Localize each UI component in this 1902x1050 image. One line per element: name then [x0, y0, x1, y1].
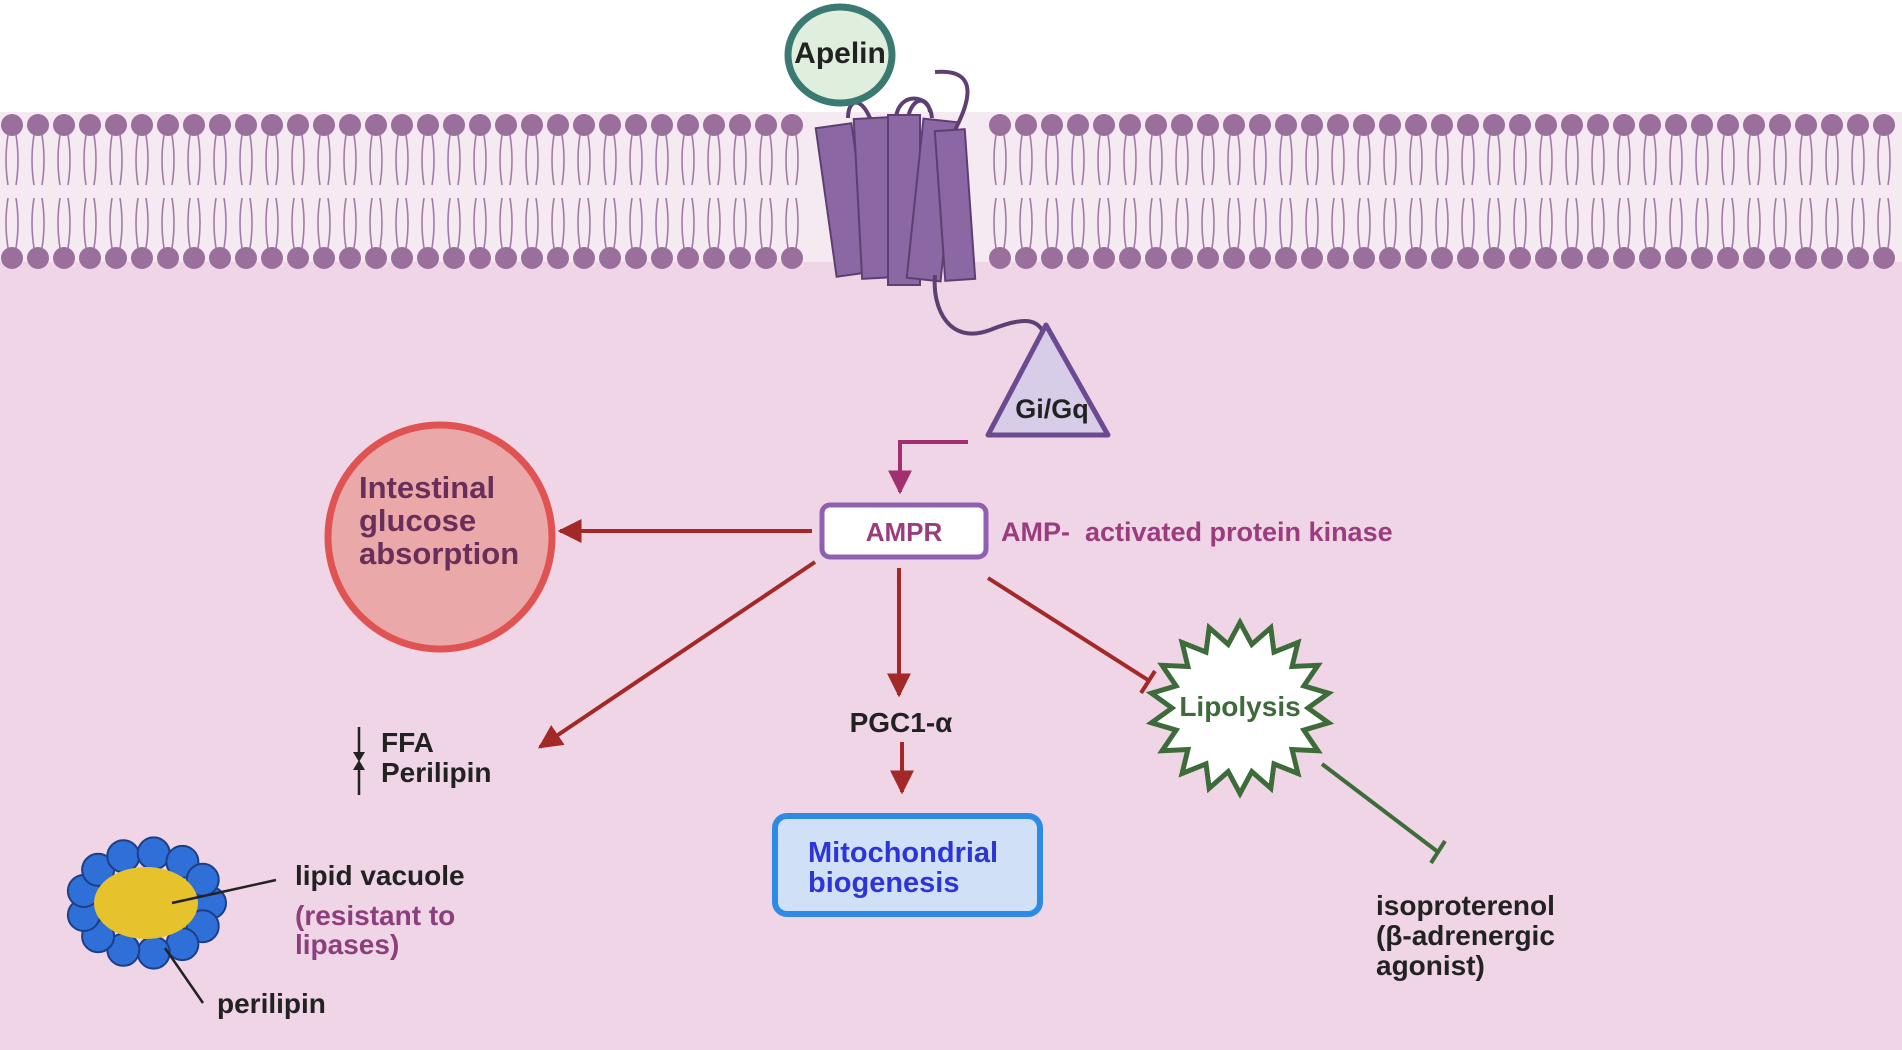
isoproterenol-label: isoproterenol (β-adrenergic agonist)	[1376, 890, 1555, 981]
isoproterenol-inhibits-lipolysis	[1320, 762, 1440, 854]
down-arrow-icon	[353, 752, 365, 762]
ffa-label: FFA	[381, 727, 434, 758]
intestinal-line-3: absorption	[359, 536, 519, 571]
lipid-vacuole-leader	[171, 878, 277, 905]
intestinal-line-2: glucose	[359, 503, 476, 538]
g-protein-label: Gi/Gq	[1015, 394, 1089, 424]
isoproterenol-inhibition-bar	[1429, 839, 1447, 865]
perilipin-label: perilipin	[217, 988, 326, 1019]
perilipin-change-label: Perilipin	[381, 757, 491, 788]
apelin-ligand: Apelin	[784, 3, 896, 107]
g-protein: Gi/Gq	[985, 322, 1111, 438]
lipolysis-node: Lipolysis	[1145, 617, 1335, 799]
apelin-label: Apelin	[794, 37, 886, 70]
isoproterenol-line-1: isoproterenol	[1376, 890, 1555, 921]
perilipin-leader	[163, 947, 205, 1004]
intestinal-line-1: Intestinal	[359, 470, 495, 505]
up-arrow-icon	[353, 760, 365, 770]
ffa-perilipin-change: FFA Perilipin	[353, 727, 491, 795]
lipolysis-inhibition-bar	[1139, 669, 1157, 695]
isoproterenol-line-2: (β-adrenergic	[1376, 920, 1555, 951]
isoproterenol-line-3: agonist)	[1376, 950, 1485, 981]
intestinal-glucose-absorption-node: Intestinal glucose absorption	[324, 421, 556, 653]
cytoplasm	[0, 255, 1902, 1050]
ampk-label: AMPR	[866, 517, 943, 547]
lipid-vacuole-label: lipid vacuole	[295, 860, 465, 891]
ampk-to-ffa-arrow	[538, 560, 817, 749]
apelin-receptor	[814, 69, 1044, 336]
lipolysis-label: Lipolysis	[1179, 691, 1300, 722]
ampk-inhibits-lipolysis	[986, 576, 1150, 682]
ampk-node: AMPR	[819, 502, 989, 560]
ampk-description: AMP- activated protein kinase	[1001, 517, 1393, 547]
lipid-vacuole-note-1: (resistant to	[295, 900, 455, 931]
pgc-label: PGC1-α	[850, 707, 953, 738]
mito-line-2: biogenesis	[808, 867, 960, 899]
g-protein-to-ampk-arrow	[888, 440, 968, 495]
lipid-vacuole-illustration	[66, 836, 277, 1004]
mito-line-1: Mitochondrial	[808, 837, 998, 869]
lipid-bilayer	[1, 114, 1895, 269]
perilipin-coat	[66, 836, 227, 970]
mitochondrial-biogenesis-node: Mitochondrial biogenesis	[772, 813, 1043, 917]
lipid-core	[94, 867, 198, 939]
lipid-vacuole-note-2: lipases)	[295, 929, 399, 960]
